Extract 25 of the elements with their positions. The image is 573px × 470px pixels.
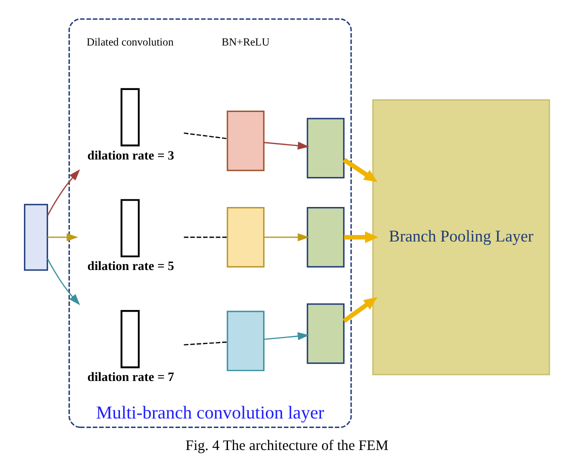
node-box	[226, 310, 264, 372]
caption: Fig. 4 The architecture of the FEM	[185, 438, 388, 454]
label: Dilated convolution	[86, 36, 174, 48]
node-box: Branch Pooling Layer	[372, 99, 550, 376]
node-box	[226, 110, 264, 172]
arrow	[46, 169, 80, 216]
node-box	[23, 204, 48, 271]
arrow	[342, 158, 378, 182]
arrow	[263, 332, 309, 340]
arrow	[344, 231, 378, 244]
arrow	[263, 233, 309, 242]
node-box	[226, 207, 264, 268]
arrow	[47, 233, 78, 242]
node-label: dilation rate = 3	[86, 148, 174, 162]
node-box	[306, 303, 344, 364]
arrow	[263, 142, 309, 150]
connector	[183, 132, 227, 140]
node-box	[306, 118, 344, 178]
arrow	[46, 258, 80, 306]
node-box	[306, 207, 344, 268]
node-label: dilation rate = 5	[86, 259, 174, 274]
connector	[183, 236, 227, 238]
connector	[183, 341, 227, 346]
node-label: dilation rate = 7	[86, 370, 174, 384]
label: BN+ReLU	[221, 36, 270, 48]
